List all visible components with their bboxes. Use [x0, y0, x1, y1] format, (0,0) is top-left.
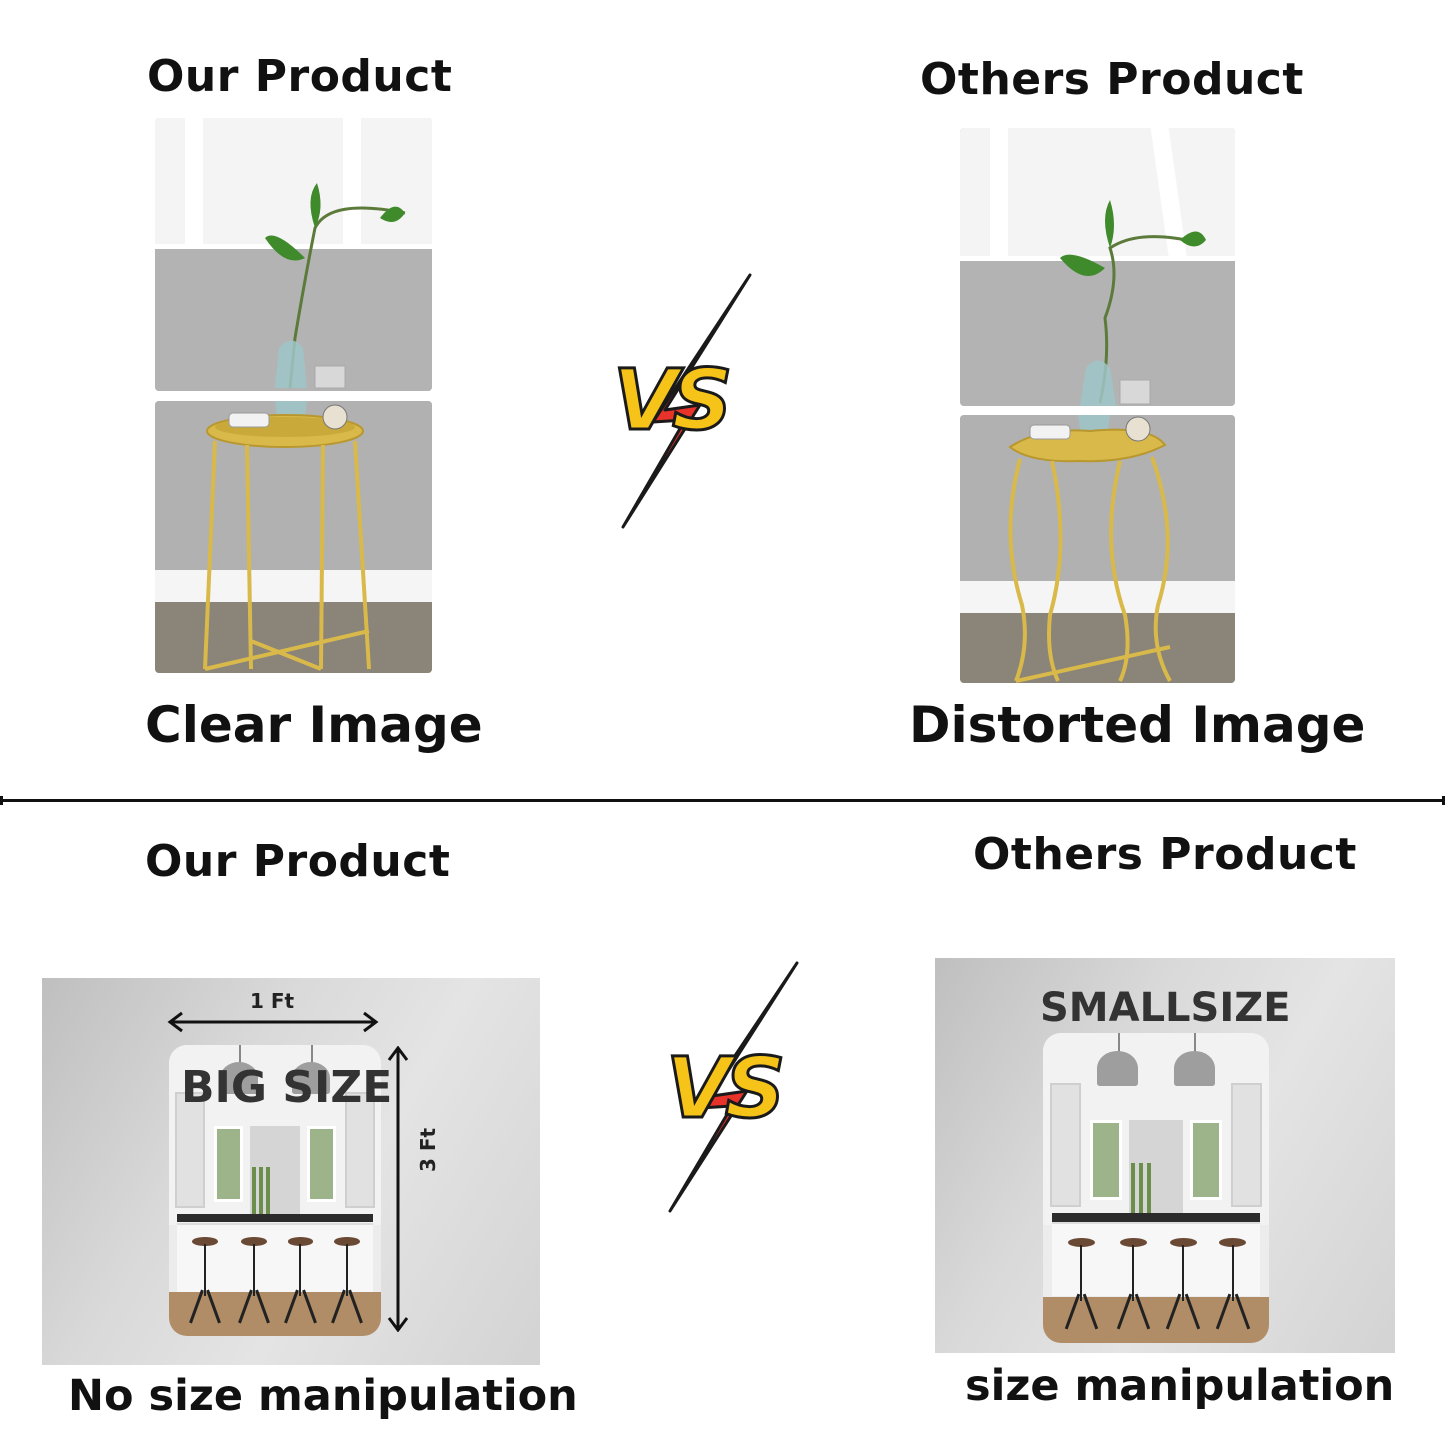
top-left-heading: Our Product [147, 51, 453, 102]
section-divider [0, 796, 1445, 805]
bottom-left-heading: Our Product [145, 836, 451, 887]
width-label: 1 Ft [250, 989, 295, 1013]
small-size-scene: SMALLSIZE [935, 958, 1395, 1353]
clear-panel-bottom [155, 401, 432, 673]
top-right-heading: Others Product [920, 54, 1304, 105]
top-left-caption: Clear Image [145, 696, 483, 754]
big-size-scene: BIG SIZE 1 Ft 3 Ft [42, 978, 540, 1365]
big-size-label: BIG SIZE [181, 1062, 393, 1113]
double-arrow-icon [167, 1011, 379, 1033]
small-size-label: SMALLSIZE [1040, 985, 1291, 1031]
clear-product-image [155, 118, 432, 673]
distorted-panel-top [960, 128, 1235, 406]
height-label: 3 Ft [416, 1127, 440, 1172]
distorted-panel-bottom [960, 415, 1235, 683]
bottom-left-caption: No size manipulation [68, 1371, 578, 1421]
clear-panel-top [155, 118, 432, 391]
lightning-vs-icon [668, 961, 799, 1213]
top-vs-text: VS [612, 351, 734, 449]
bottom-vs-badge: VS [652, 958, 802, 1216]
lightning-vs-icon [621, 273, 752, 529]
bottom-right-caption: size manipulation [965, 1361, 1395, 1411]
top-vs-badge: VS [605, 270, 755, 532]
small-mirror-image [1043, 1033, 1269, 1343]
vertical-arrow-icon [387, 1046, 409, 1332]
bottom-vs-text: VS [665, 1039, 787, 1137]
distorted-product-image [960, 128, 1235, 683]
top-right-caption: Distorted Image [909, 696, 1366, 754]
big-mirror-image [169, 1045, 381, 1336]
bottom-right-heading: Others Product [973, 829, 1357, 880]
